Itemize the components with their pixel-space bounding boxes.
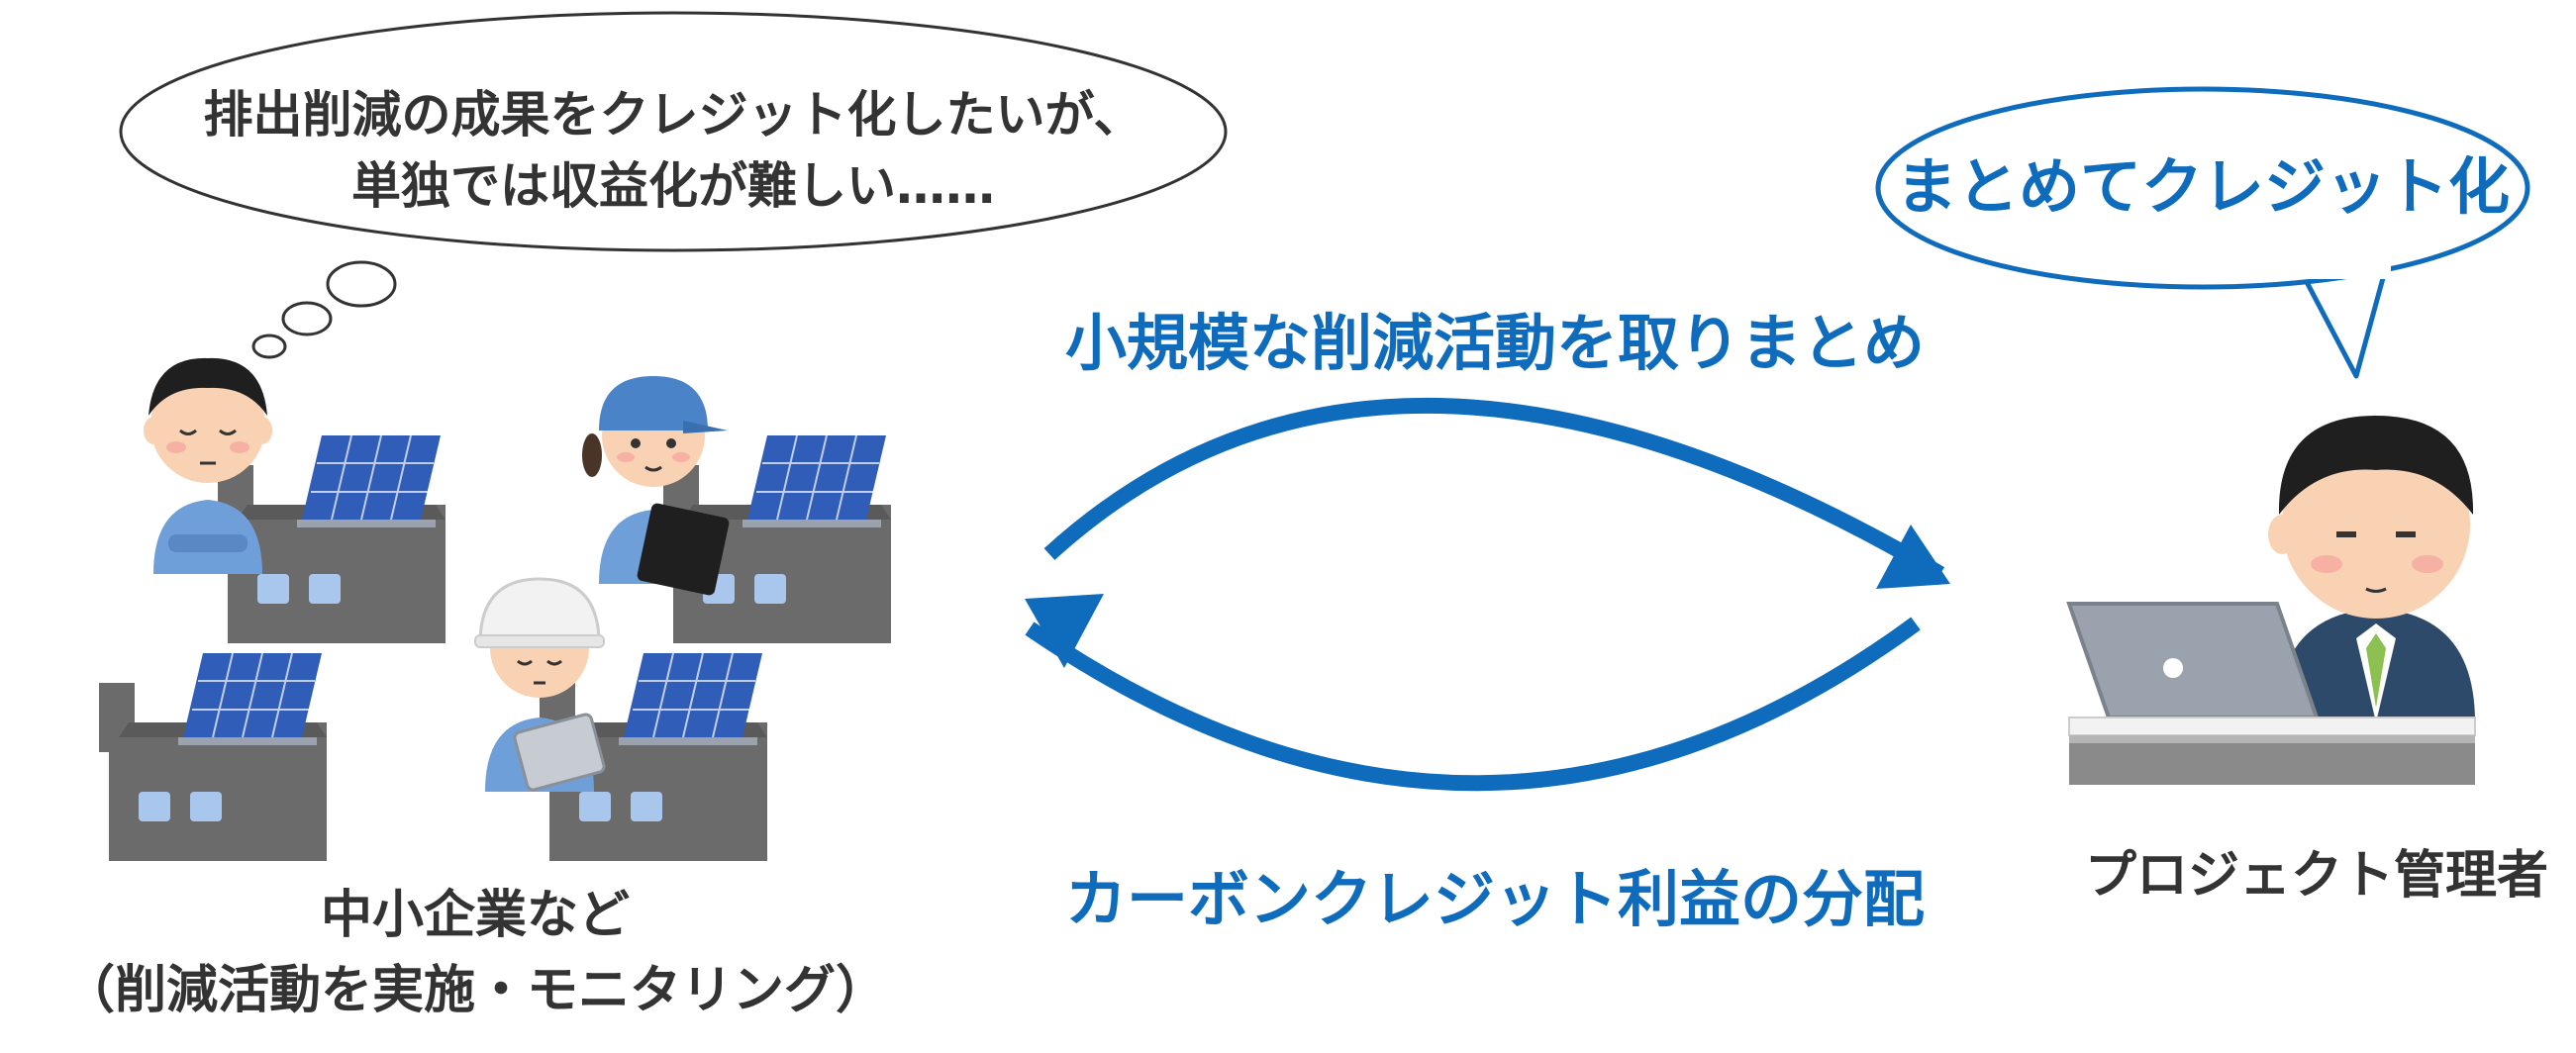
thought-line-2: 単独では収益化が難しい…… — [351, 157, 995, 215]
arrow-bottom — [1025, 594, 1921, 792]
thought-bubble: 排出削減の成果をクレジット化したいが、 単独では収益化が難しい…… — [119, 11, 1228, 359]
left-caption-line-2: （削減活動を実施・モニタリング） — [63, 961, 887, 1020]
speech-bubble: まとめてクレジット化 — [1875, 86, 2530, 379]
thought-line-1: 排出削減の成果をクレジット化したいが、 — [204, 86, 1143, 144]
speech-text: まとめてクレジット化 — [1896, 150, 2510, 223]
arrow-bottom-label: カーボンクレジット利益の分配 — [1065, 863, 1925, 935]
worker-thinking-icon — [144, 357, 272, 574]
left-caption-line-1: 中小企業など — [321, 886, 630, 945]
right-caption: プロジェクト管理者 — [2085, 846, 2548, 906]
arrow-top — [1043, 397, 1950, 589]
manager-laptop-icon — [2066, 416, 2476, 785]
solar-building-icon — [98, 652, 328, 862]
arrow-top-label: 小規模な削減活動を取りまとめ — [1065, 307, 1925, 379]
worker-helmet-tablet-icon — [474, 577, 606, 792]
worker-clipboard-icon — [582, 376, 730, 596]
